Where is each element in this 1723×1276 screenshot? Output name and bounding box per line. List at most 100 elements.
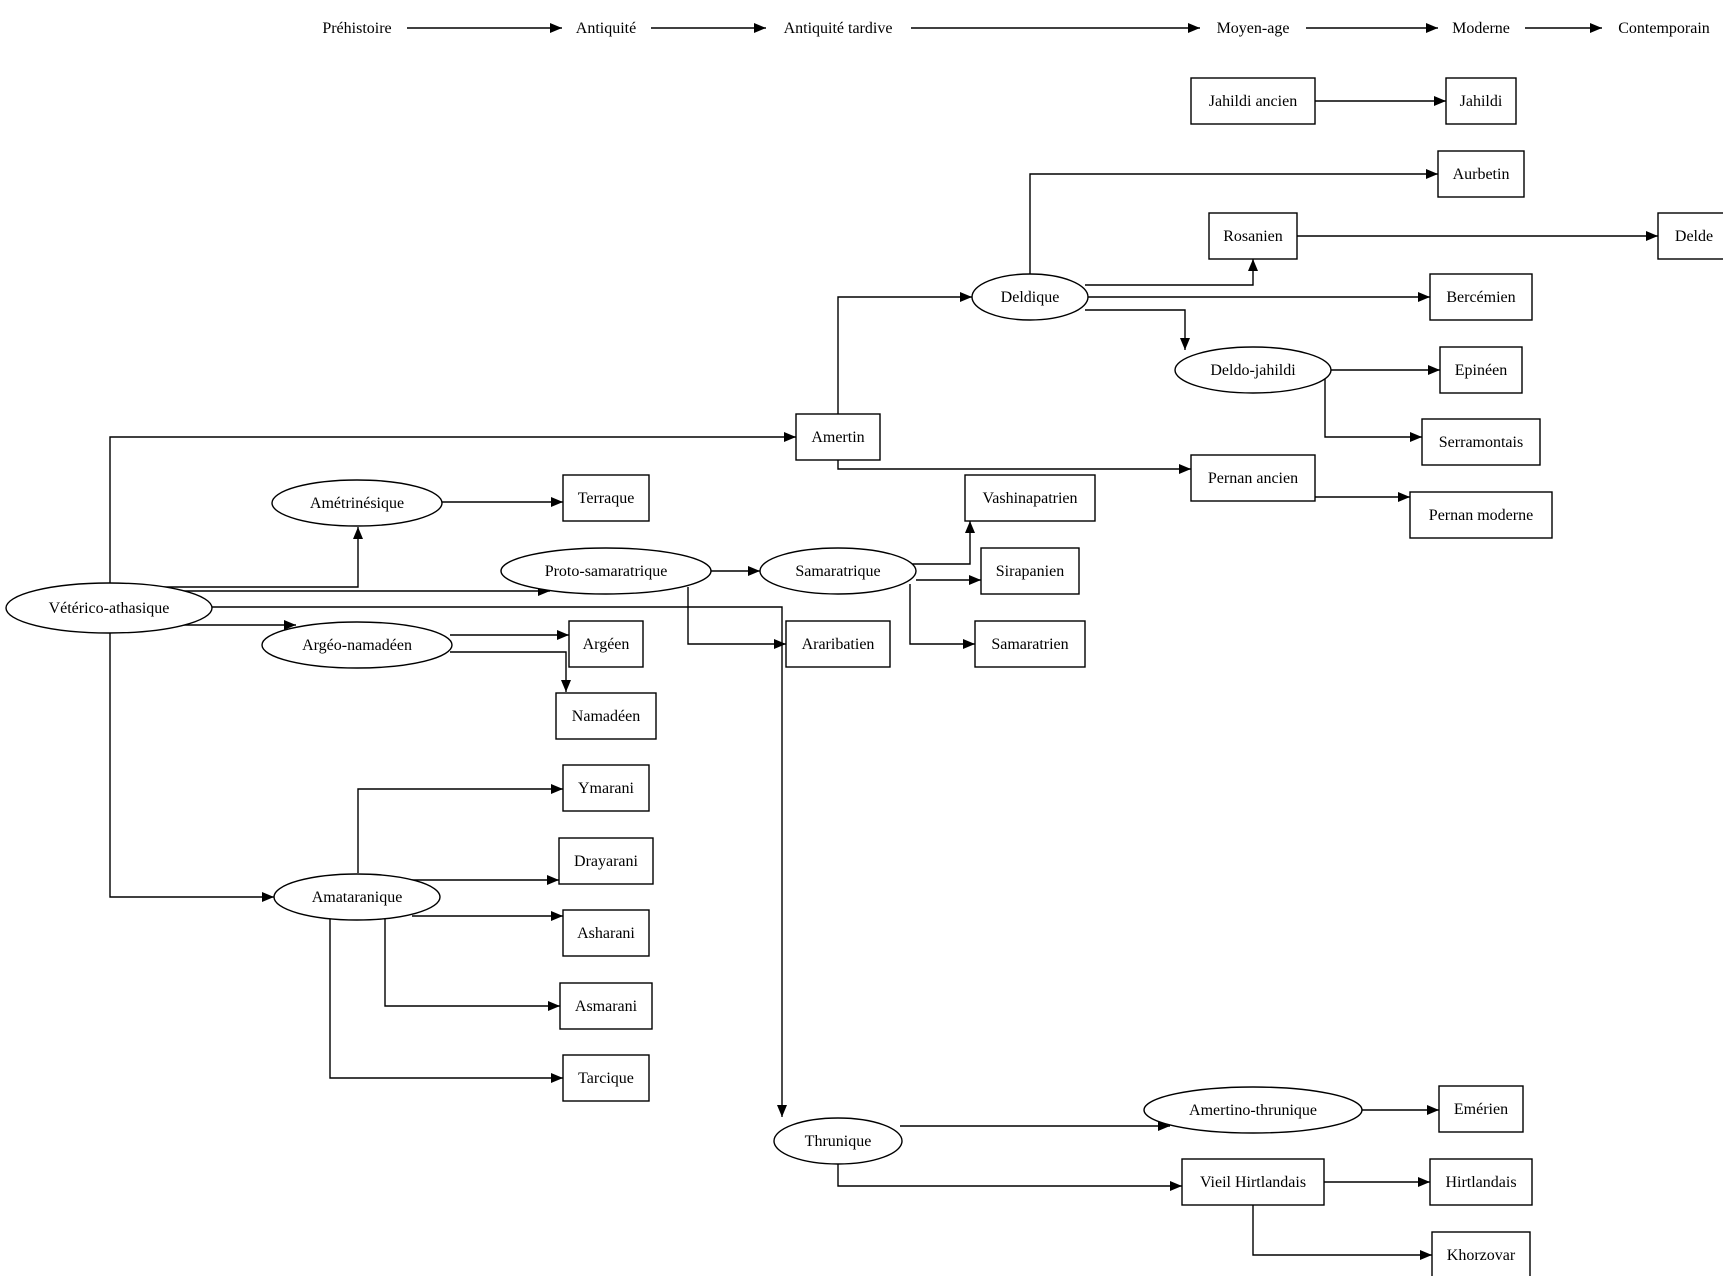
node-asmarani: Asmarani: [559, 982, 653, 1030]
node-samaratrien: Samaratrien: [974, 620, 1086, 668]
node-label: Namadéen: [572, 708, 640, 725]
node-box: [974, 620, 1086, 668]
edge-samaratrique-to-vashina: [912, 521, 975, 565]
node-label: Deldique: [1001, 289, 1060, 306]
node-jahildiancien: Jahildi ancien: [1190, 77, 1316, 125]
period-label-p5: Moderne: [1452, 20, 1510, 37]
node-namadeen: Namadéen: [555, 692, 657, 740]
node-ellipse: [773, 1117, 903, 1165]
period-label-p4: Moyen-age: [1217, 20, 1290, 37]
node-deldique: Deldique: [971, 273, 1089, 321]
node-label: Delde: [1675, 228, 1713, 245]
edge-argeo-to-namadeen: [450, 651, 571, 692]
node-ymarani: Ymarani: [562, 764, 650, 812]
node-box: [1439, 346, 1523, 394]
period-label-p2: Antiquité: [576, 20, 636, 37]
node-ellipse: [273, 873, 441, 921]
node-label: Asharani: [577, 925, 635, 942]
node-ellipse: [271, 479, 443, 527]
node-box: [980, 547, 1080, 595]
node-asharani: Asharani: [562, 909, 650, 957]
node-sirapanien: Sirapanien: [980, 547, 1080, 595]
edge-samaratrique-to-samaratrien: [909, 584, 975, 649]
node-box: [785, 620, 891, 668]
node-box: [1190, 454, 1316, 502]
node-label: Emérien: [1454, 1101, 1508, 1118]
edge-vieilhirt-to-khorzovar: [1252, 1205, 1432, 1260]
node-deldojah: Deldo-jahildi: [1174, 346, 1332, 394]
edges-layer: [109, 23, 1658, 1260]
node-label: Amataranique: [312, 889, 403, 906]
edge-deldojah-to-serramontais: [1324, 370, 1422, 442]
node-box: [1409, 491, 1553, 539]
node-box: [795, 413, 881, 461]
node-label: Sirapanien: [996, 563, 1064, 580]
node-argeen: Argéen: [568, 620, 644, 668]
node-vashina: Vashinapatrien: [964, 474, 1096, 522]
node-label: Pernan moderne: [1429, 507, 1533, 524]
node-label: Samaratrien: [991, 636, 1068, 653]
node-label: Vieil Hirtlandais: [1200, 1174, 1306, 1191]
node-aurbetin: Aurbetin: [1437, 150, 1525, 198]
node-label: Jahildi: [1460, 93, 1503, 110]
node-box: [1437, 150, 1525, 198]
node-box: [562, 909, 650, 957]
node-box: [964, 474, 1096, 522]
edge-deldique-to-deldojah: [1085, 309, 1190, 350]
node-box: [558, 837, 654, 885]
node-label: Samaratrique: [795, 563, 880, 580]
node-box: [1429, 273, 1533, 321]
node-label: Thrunique: [805, 1133, 872, 1150]
node-pernanmoderne: Pernan moderne: [1409, 491, 1553, 539]
node-label: Rosanien: [1223, 228, 1283, 245]
node-box: [555, 692, 657, 740]
period-label-p3: Antiquité tardive: [784, 20, 893, 37]
node-label: Argéo-namadéen: [302, 637, 412, 654]
node-jahildi: Jahildi: [1445, 77, 1517, 125]
node-box: [1445, 77, 1517, 125]
node-label: Araribatien: [802, 636, 875, 653]
edge-amertin-to-pernanancien: [837, 460, 1191, 474]
node-serramontais: Serramontais: [1421, 418, 1541, 466]
edge-veterico-to-thrunique: [208, 606, 787, 1117]
node-box: [559, 982, 653, 1030]
node-label: Ymarani: [578, 780, 635, 797]
node-box: [1657, 212, 1723, 260]
node-box: [1421, 418, 1541, 466]
node-vieilhirt: Vieil Hirtlandais: [1181, 1158, 1325, 1206]
node-emerien: Emérien: [1438, 1085, 1524, 1133]
node-label: Proto-samaratrique: [545, 563, 668, 580]
node-box: [562, 1054, 650, 1102]
edge-thrunique-to-vieilhirt: [837, 1164, 1182, 1191]
node-label: Epinéen: [1455, 362, 1507, 379]
node-label: Bercémien: [1446, 289, 1515, 306]
edge-deldique-to-rosanien: [1085, 259, 1258, 286]
node-araribatien: Araribatien: [785, 620, 891, 668]
node-terraque: Terraque: [562, 474, 650, 522]
node-box: [562, 474, 650, 522]
node-protosam: Proto-samaratrique: [500, 547, 712, 595]
node-rosanien: Rosanien: [1208, 212, 1298, 260]
node-amertin: Amertin: [795, 413, 881, 461]
node-label: Argéen: [583, 636, 630, 653]
node-box: [568, 620, 644, 668]
node-ellipse: [500, 547, 712, 595]
node-bercemien: Bercémien: [1429, 273, 1533, 321]
node-ellipse: [261, 621, 453, 669]
edge-amataranique-to-tarcique: [329, 918, 563, 1083]
node-ellipse: [1143, 1086, 1363, 1134]
node-label: Amétrinésique: [310, 495, 404, 512]
node-drayarani: Drayarani: [558, 837, 654, 885]
node-ellipse: [1174, 346, 1332, 394]
node-label: Hirtlandais: [1445, 1174, 1516, 1191]
edge-amertin-to-deldique: [837, 292, 972, 414]
edge-veterico-to-amertin: [109, 432, 796, 584]
node-ametrinesique: Amétrinésique: [271, 479, 443, 527]
node-box: [1190, 77, 1316, 125]
edge-amataranique-to-asmarani: [384, 918, 560, 1011]
node-label: Terraque: [578, 490, 635, 507]
timeline-arrow-protosam-to-araribatien: [687, 587, 786, 649]
edge-veterico-to-amataranique: [109, 633, 274, 902]
